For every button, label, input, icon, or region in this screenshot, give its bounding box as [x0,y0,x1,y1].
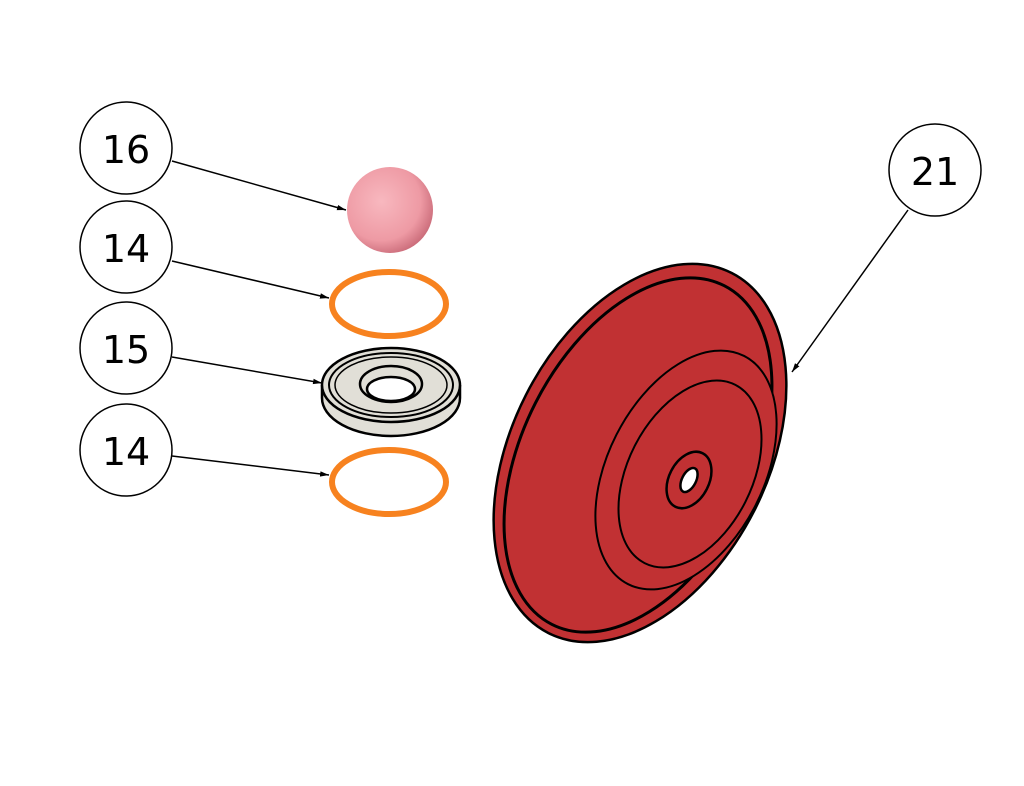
balloon-label-16: 16 [102,128,150,172]
ball-part-16 [347,167,433,253]
o-ring-part-14-upper [329,269,449,339]
leader-21 [791,209,909,373]
seat-part-15 [320,346,462,438]
balloon-14-upper [79,200,173,294]
o-ring-part-14-lower [329,447,449,517]
balloon-14-lower [79,403,173,497]
balloon-16 [79,101,173,195]
diaphragm-center-hole [679,466,699,494]
balloon-label-14-upper: 14 [102,227,150,271]
balloon-label-14-lower: 14 [102,430,150,474]
leader-lines [171,160,909,477]
leader-15 [171,356,323,385]
balloon-label-15: 15 [102,328,150,372]
diaphragm-part-21 [492,262,788,644]
leader-14-upper [171,260,330,299]
balloon-21 [888,123,982,217]
leader-14-lower [171,455,330,477]
leader-16 [171,160,347,211]
balloon-label-21: 21 [911,150,959,194]
balloon-15 [79,301,173,395]
